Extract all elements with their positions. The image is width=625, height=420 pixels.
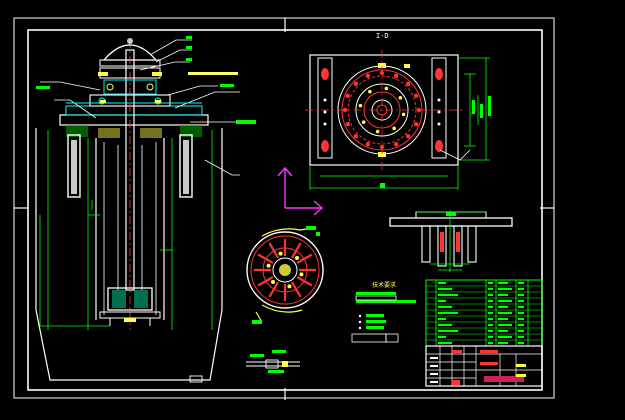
inner-hole bbox=[361, 120, 366, 124]
bolt-hole bbox=[345, 93, 351, 99]
bolt-hole bbox=[405, 81, 411, 87]
bom-cell-mark bbox=[498, 300, 512, 302]
bom-cell-mark bbox=[518, 288, 524, 290]
sheet-frame bbox=[13, 17, 555, 400]
bolt-hole bbox=[393, 141, 399, 147]
bom-cell-mark bbox=[438, 288, 452, 290]
tech-notes-title: 技术要求 bbox=[372, 281, 396, 289]
bom-cell-mark bbox=[518, 282, 524, 284]
bom-cell-mark bbox=[488, 288, 493, 290]
technical-notes: 技术要求 bbox=[351, 281, 416, 343]
impeller-pin bbox=[299, 272, 304, 277]
bolt-hole bbox=[413, 121, 419, 127]
bom-cell-mark bbox=[518, 318, 524, 320]
bolt-hole bbox=[353, 133, 359, 139]
bolt-hole bbox=[405, 133, 411, 139]
inner-hole bbox=[358, 103, 363, 108]
bolt-hole bbox=[345, 121, 351, 127]
bom-cell-mark bbox=[488, 324, 493, 326]
impeller-blade bbox=[296, 253, 313, 264]
bom-cell-mark bbox=[488, 318, 493, 320]
parts-list-table bbox=[425, 279, 543, 347]
impeller-pin bbox=[278, 251, 283, 256]
bom-cell-mark bbox=[498, 330, 508, 332]
impeller-pin bbox=[266, 263, 271, 268]
bolt-hole bbox=[353, 81, 359, 87]
bom-cell-mark bbox=[498, 342, 508, 344]
bom-cell-mark bbox=[498, 306, 508, 308]
impeller-blade bbox=[291, 242, 302, 259]
bom-cell-mark bbox=[438, 294, 458, 296]
bom-cell-mark bbox=[518, 306, 524, 308]
bom-cell-mark bbox=[498, 336, 512, 338]
bolt-hole bbox=[365, 73, 371, 79]
inner-hole bbox=[392, 126, 396, 131]
bom-cell-mark bbox=[438, 330, 458, 332]
bom-cell-mark bbox=[498, 318, 508, 320]
impeller-blade bbox=[257, 253, 274, 264]
bom-cell-mark bbox=[518, 336, 524, 338]
bom-cell-mark bbox=[438, 300, 446, 302]
impeller-view bbox=[246, 226, 324, 324]
bom-cell-mark bbox=[498, 312, 512, 314]
impeller-pin bbox=[287, 284, 292, 289]
main-section-view bbox=[35, 36, 256, 383]
ucs-axis-icon bbox=[277, 166, 324, 216]
bom-cell-mark bbox=[488, 306, 493, 308]
bom-cell-mark bbox=[438, 306, 452, 308]
inner-hole bbox=[398, 96, 403, 100]
inner-hole bbox=[368, 89, 372, 94]
bolt-hole bbox=[413, 93, 419, 99]
bom-rows bbox=[426, 285, 542, 341]
impeller-blade bbox=[296, 276, 313, 287]
bom-cell-mark bbox=[488, 336, 493, 338]
bom-cell-mark bbox=[438, 336, 446, 338]
bom-cell-mark bbox=[518, 342, 524, 344]
bom-cell-mark bbox=[488, 312, 493, 314]
bom-cell-mark bbox=[488, 294, 493, 296]
top-plan-view: I-D bbox=[305, 32, 491, 190]
impeller-pin bbox=[271, 280, 276, 285]
bom-cell-mark bbox=[498, 282, 508, 284]
bom-cell-mark bbox=[498, 324, 512, 326]
bom-cell-mark bbox=[518, 324, 524, 326]
bom-cell-mark bbox=[488, 330, 493, 332]
inner-hole bbox=[384, 86, 389, 91]
bom-cell-mark bbox=[488, 342, 493, 344]
bom-cell-mark bbox=[498, 288, 512, 290]
bom-cell-mark bbox=[518, 312, 524, 314]
title-block bbox=[425, 345, 543, 387]
impeller-blade bbox=[268, 281, 279, 298]
impeller-blade bbox=[268, 242, 279, 259]
bracket-side-view bbox=[389, 210, 513, 272]
bom-cell-mark bbox=[498, 294, 508, 296]
bom-cell-mark bbox=[518, 294, 524, 296]
bolt-hole bbox=[365, 141, 371, 147]
section-label: I-D bbox=[376, 32, 389, 40]
bom-cell-mark bbox=[438, 282, 446, 284]
bom-cell-mark bbox=[438, 324, 452, 326]
inner-hole bbox=[401, 112, 406, 117]
bom-cell-mark bbox=[438, 318, 446, 320]
bom-cell-mark bbox=[438, 312, 458, 314]
bom-cell-mark bbox=[438, 342, 452, 344]
impeller-slots bbox=[254, 239, 316, 301]
detail-inset bbox=[246, 350, 300, 373]
bolt-hole bbox=[393, 73, 399, 79]
inner-hole bbox=[375, 129, 380, 134]
bom-cell-mark bbox=[518, 330, 524, 332]
impeller-blade bbox=[257, 276, 274, 287]
impeller-pin bbox=[294, 255, 299, 260]
bom-cell-mark bbox=[488, 300, 493, 302]
impeller-blade bbox=[291, 281, 302, 298]
bom-cell-mark bbox=[488, 282, 493, 284]
bom-cell-mark bbox=[518, 300, 524, 302]
